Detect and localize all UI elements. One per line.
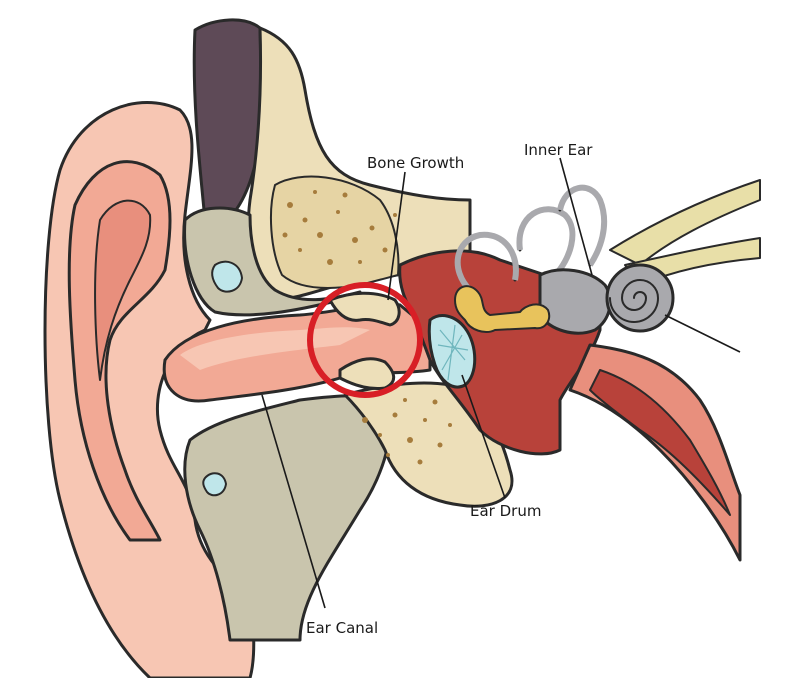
ear-drum-fibers bbox=[437, 324, 469, 381]
bone-growth-bump-lower bbox=[338, 357, 396, 390]
cochlea-spiral bbox=[609, 279, 659, 323]
bone-growth-label: Bone Growth bbox=[367, 154, 464, 172]
cochlea bbox=[605, 263, 675, 333]
bone-growth-upper-bone bbox=[269, 175, 400, 289]
bone-growth-bump bbox=[328, 291, 401, 327]
auditory-nerve bbox=[609, 179, 761, 266]
inner-ear-leader bbox=[559, 157, 593, 276]
ear-canal-label: Ear Canal bbox=[306, 619, 378, 637]
ear-drum-label: Ear Drum bbox=[470, 502, 541, 520]
auricle-fold bbox=[67, 160, 172, 542]
eustachian-tube-inner bbox=[589, 369, 731, 516]
ear-canal-tube bbox=[162, 302, 432, 403]
fluid-pocket-lower bbox=[202, 472, 227, 497]
vestibule bbox=[538, 268, 612, 335]
inner-ear-label: Inner Ear bbox=[524, 141, 593, 159]
bone-growth-highlight-ring bbox=[307, 282, 423, 398]
fluid-pocket-upper bbox=[211, 260, 243, 293]
bone-speckles bbox=[282, 190, 452, 465]
scalp-dark-tissue bbox=[192, 18, 264, 222]
ear-canal-highlight bbox=[180, 327, 370, 370]
auricle-inner-fold bbox=[94, 199, 152, 381]
semicircular-canal-1-core bbox=[454, 231, 519, 293]
cochlea-leader bbox=[664, 314, 741, 353]
ossicles bbox=[454, 285, 551, 333]
ear-canal-leader bbox=[261, 394, 326, 609]
cartilage-lower bbox=[183, 394, 393, 642]
ear-drum-leader bbox=[461, 374, 506, 499]
bone-growth-leader bbox=[387, 171, 406, 301]
semicircular-canal-2-core bbox=[516, 206, 576, 278]
